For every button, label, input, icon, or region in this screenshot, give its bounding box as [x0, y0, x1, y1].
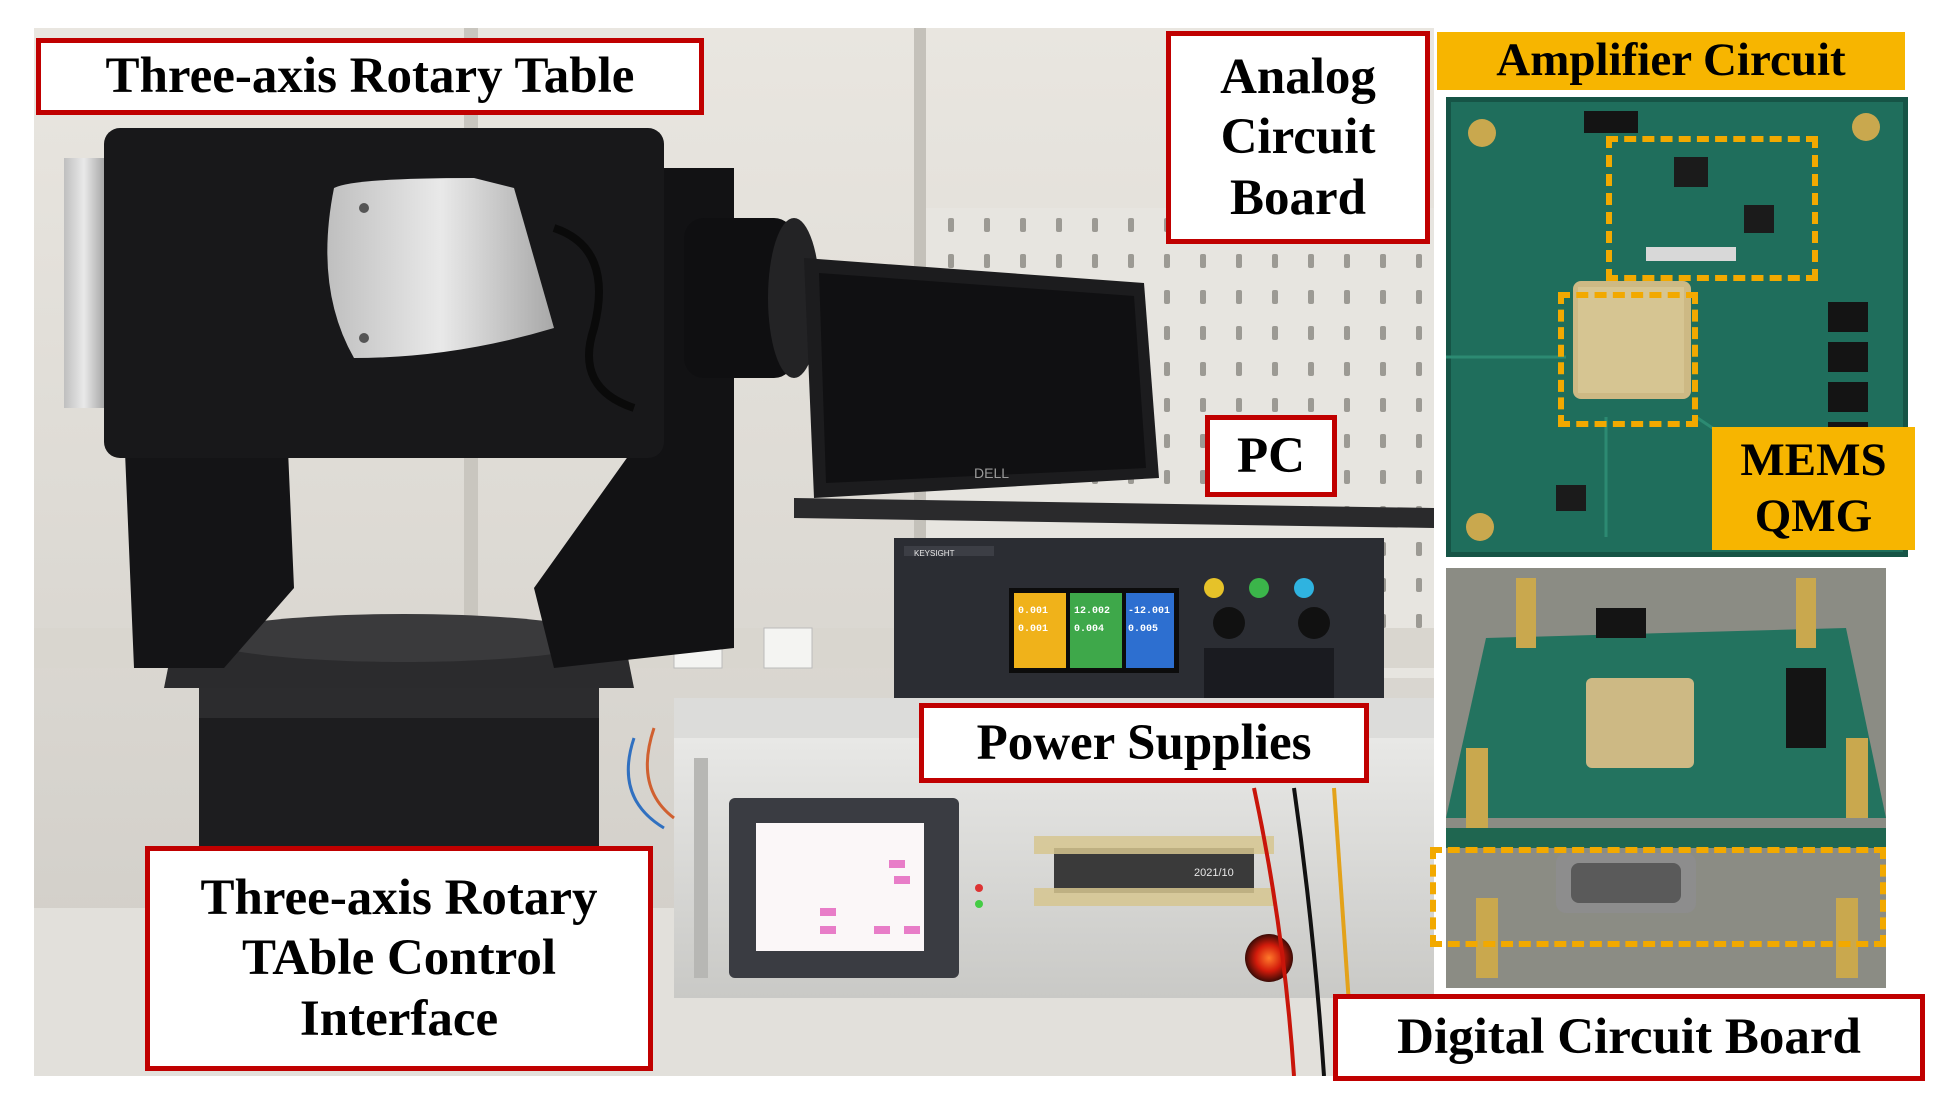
psu-ch3-curr: 0.005 — [1128, 624, 1158, 635]
digital-board-photo — [1446, 568, 1886, 988]
label-mems-qmg: MEMS QMG — [1712, 427, 1915, 550]
label-analog-board: Analog Circuit Board — [1166, 31, 1430, 244]
psu-ch1-curr: 0.001 — [1018, 624, 1048, 635]
psu-brand: KEYSIGHT — [914, 549, 955, 558]
psu-ch1-volt: 0.001 — [1018, 606, 1048, 617]
laptop-brand: DELL — [974, 465, 1009, 481]
digital-board-highlight-box — [1430, 847, 1886, 947]
rotary-table — [64, 128, 820, 908]
label-amplifier-circuit: Amplifier Circuit — [1437, 32, 1905, 90]
digital-board-scene — [1446, 568, 1886, 988]
amplifier-highlight-box — [1606, 136, 1818, 281]
psu-ch3-volt: -12.001 — [1128, 606, 1170, 617]
label-rotary-table: Three-axis Rotary Table — [36, 38, 704, 115]
controller-date: 2021/10 — [1194, 867, 1234, 879]
laptop: DELL — [794, 258, 1434, 528]
programmable-power-supply: KEYSIGHT 0.001 0.001 12.002 0.004 -12.00… — [894, 538, 1384, 708]
mems-highlight-box — [1558, 292, 1698, 427]
label-control-interface: Three-axis Rotary TAble Control Interfac… — [145, 846, 653, 1071]
label-pc: PC — [1205, 415, 1337, 497]
label-digital-circuit-board: Digital Circuit Board — [1333, 994, 1925, 1081]
psu-ch2-curr: 0.004 — [1074, 624, 1104, 635]
analog-board-photo — [1446, 97, 1908, 557]
label-power-supplies: Power Supplies — [919, 703, 1369, 783]
psu-ch2-volt: 12.002 — [1074, 606, 1110, 617]
